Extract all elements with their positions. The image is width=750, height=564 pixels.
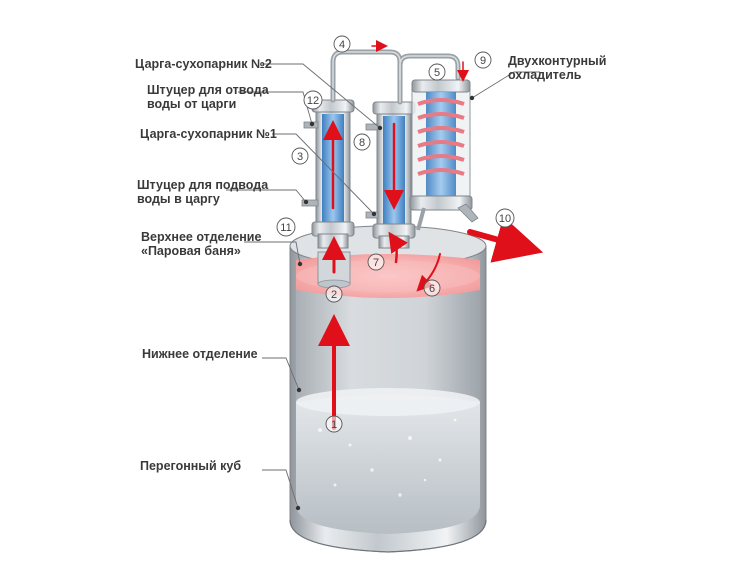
label-lower-compartment: Нижнее отделение: [142, 347, 258, 361]
leader-dots: [295, 95, 475, 511]
svg-text:5: 5: [434, 67, 440, 79]
svg-text:10: 10: [499, 213, 511, 225]
marker-12: 12: [303, 90, 323, 110]
label-upper-compartment: Верхнее отделение «Паровая баня»: [141, 230, 261, 258]
label-two-circuit-cooler: Двухконтурный охладитель: [508, 54, 606, 82]
svg-text:11: 11: [280, 222, 291, 234]
flow-arrows: [318, 40, 544, 430]
svg-text:4: 4: [339, 39, 345, 51]
svg-text:12: 12: [307, 95, 319, 107]
label-column-2: Царга-сухопарник №2: [135, 57, 272, 71]
svg-text:1: 1: [331, 419, 337, 431]
marker-1: 1: [325, 415, 343, 433]
label-cooler-line1: Двухконтурный: [508, 54, 607, 68]
marker-6: 6: [423, 279, 441, 297]
marker-9: 9: [474, 51, 492, 69]
marker-4: 4: [333, 35, 351, 53]
two-circuit-cooler: [409, 79, 479, 231]
svg-text:9: 9: [480, 55, 486, 67]
svg-text:3: 3: [297, 151, 303, 163]
svg-text:8: 8: [359, 137, 365, 149]
distillation-cube: [289, 225, 487, 553]
marker-3: 3: [291, 147, 309, 165]
svg-text:2: 2: [331, 289, 337, 301]
label-column-1: Царга-сухопарник №1: [140, 127, 277, 141]
label-upper-line2: «Паровая баня»: [141, 244, 241, 258]
column-2: [365, 101, 416, 249]
marker-8: 8: [353, 133, 371, 151]
svg-text:6: 6: [429, 283, 435, 295]
label-outlet-nozzle: Штуцер для отвода воды от царги: [147, 83, 269, 111]
label-outlet-line1: Штуцер для отвода: [147, 83, 269, 97]
column-1: [301, 99, 355, 249]
marker-7: 7: [367, 253, 385, 271]
marker-5: 5: [428, 63, 446, 81]
label-upper-line1: Верхнее отделение: [141, 230, 262, 244]
label-inlet-line1: Штуцер для подвода: [137, 178, 269, 192]
label-cooler-line2: охладитель: [508, 68, 582, 82]
marker-2: 2: [325, 285, 343, 303]
marker-10: 10: [495, 208, 515, 228]
label-outlet-line2: воды от царги: [147, 97, 237, 111]
label-inlet-line2: воды в царгу: [137, 192, 220, 206]
liquid: [296, 395, 480, 534]
label-inlet-nozzle: Штуцер для подвода воды в царгу: [137, 178, 268, 206]
number-markers: 1 2 3 4 5 6 7 8 9 10 11 12: [276, 35, 515, 433]
leader-lines: [226, 63, 540, 509]
marker-11: 11: [276, 217, 296, 237]
svg-text:7: 7: [373, 257, 379, 269]
label-distillation-cube: Перегонный куб: [140, 459, 242, 473]
